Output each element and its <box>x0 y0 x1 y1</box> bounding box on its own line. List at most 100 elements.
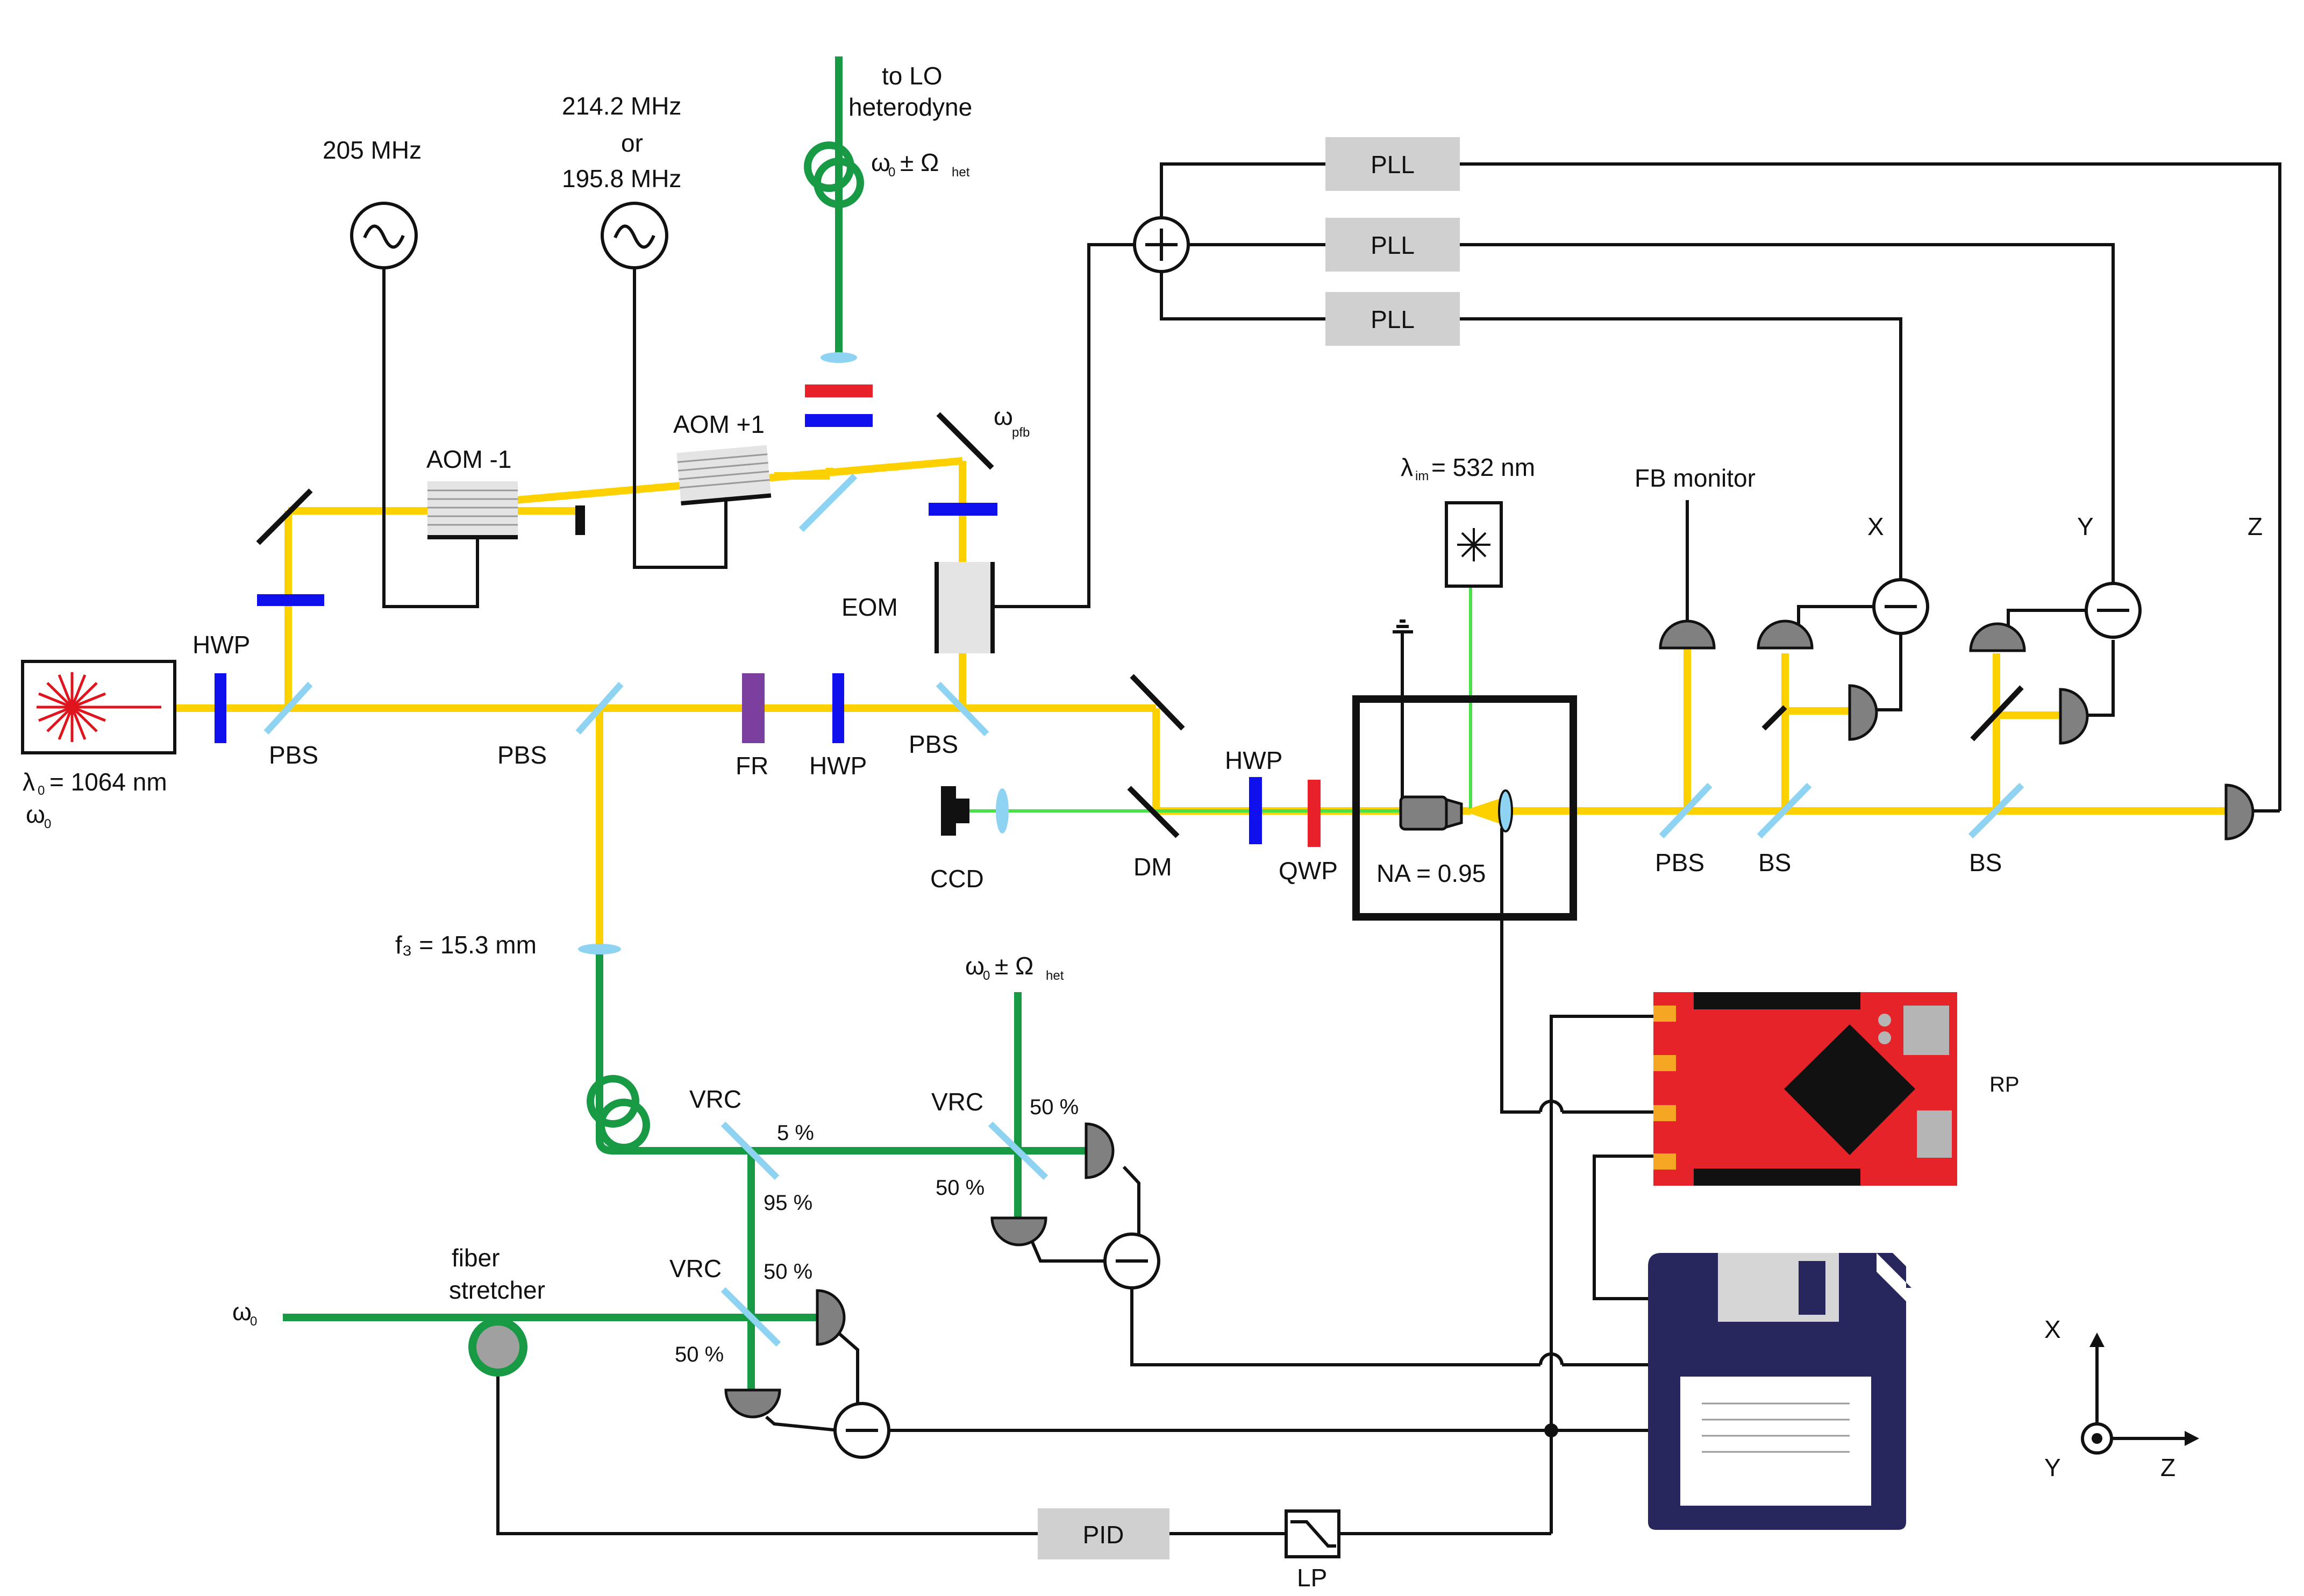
mirror-pfb <box>936 412 994 470</box>
mirror-y <box>1970 685 2024 742</box>
pid-box <box>1038 1508 1169 1559</box>
beam-dump <box>575 505 585 535</box>
omega0-sub: 0 <box>250 1314 257 1329</box>
laser-omega-sub: 0 <box>44 817 51 831</box>
x-label: X <box>1867 512 1884 540</box>
na-label: NA = 0.95 <box>1376 859 1486 887</box>
het-pm: ± Ω <box>995 952 1033 980</box>
mirror-2 <box>1130 674 1185 731</box>
het-omega-sub: 0 <box>983 968 990 983</box>
floppy-disk-icon <box>1648 1253 1911 1530</box>
lo-label-2: heterodyne <box>848 93 972 121</box>
focused-beam <box>1463 799 1500 824</box>
omega0-label: ω <box>232 1298 252 1326</box>
hwp-3-label: HWP <box>1225 746 1282 774</box>
rf-source-2-line3: 195.8 MHz <box>562 165 681 193</box>
pll-b <box>1325 218 1460 272</box>
rf-source-2-line2: or <box>621 129 643 157</box>
lowpass-filter-icon <box>1285 1509 1340 1558</box>
eom-icon <box>935 562 995 653</box>
hwp-aom-path <box>257 594 324 606</box>
f3-label: f₃ = 15.3 mm <box>395 931 537 959</box>
pll-c-label: PLL <box>1371 305 1415 333</box>
lo-splitter <box>798 473 858 532</box>
adder-icon <box>1133 216 1190 273</box>
pid-label: PID <box>1083 1521 1124 1549</box>
photodiode-icon <box>1085 1122 1115 1179</box>
het-sub: het <box>1046 968 1064 983</box>
fiber-stretcher-label-2: stretcher <box>449 1276 545 1304</box>
vacuum-chamber <box>1352 695 1577 921</box>
mirror-x <box>1761 705 1787 731</box>
photodiode-icon <box>1848 684 1878 741</box>
lo-het-sub: het <box>952 165 970 180</box>
fibers <box>283 56 1102 1390</box>
hwp-3 <box>1249 777 1262 844</box>
imaging-lambda-sub: im <box>1415 469 1429 483</box>
dm-label: DM <box>1133 853 1172 881</box>
imaging-wavelength: = 532 nm <box>1431 453 1535 481</box>
pbs-3 <box>936 681 989 737</box>
faraday-rotator <box>742 673 765 743</box>
hwp-2-label: HWP <box>809 752 867 780</box>
photodiode-icon <box>990 1216 1047 1246</box>
objective-icon <box>1399 795 1463 831</box>
bs-1-label: BS <box>1758 849 1791 877</box>
photodiode-icon <box>1757 619 1814 650</box>
pfb-omega: ω <box>994 402 1013 430</box>
lp-label: LP <box>1297 1564 1327 1592</box>
pbs-2 <box>575 682 624 735</box>
fiber-coil-icon <box>587 1075 650 1151</box>
lens-icon <box>821 352 857 363</box>
bs-1 <box>1757 782 1812 839</box>
pll-c <box>1325 292 1460 346</box>
lo-omega: ω <box>871 148 890 176</box>
wiring <box>382 162 2281 1535</box>
subtractor-icon <box>1872 578 1929 635</box>
pbs-4-label: PBS <box>1655 849 1704 877</box>
photodiode-icon <box>2059 688 2089 745</box>
aom-plus-label: AOM +1 <box>673 410 765 438</box>
axis-y-label: Y <box>2044 1454 2061 1481</box>
imaging-lambda: λ <box>1401 453 1413 481</box>
laser-omega: ω <box>26 800 45 828</box>
photodiode-icon <box>1969 622 2026 652</box>
pll-a-label: PLL <box>1371 151 1415 179</box>
photodiode-icon <box>724 1388 781 1419</box>
fiber-stretcher-icon <box>476 1326 519 1369</box>
rf-source-1-label: 205 MHz <box>323 136 422 164</box>
aom-minus-icon <box>427 481 518 539</box>
photodiode-icon <box>2224 783 2255 840</box>
pct-50-a: 50 % <box>1030 1095 1079 1119</box>
hwp-1 <box>215 673 226 743</box>
lo-label-1: to LO <box>882 62 943 90</box>
pct-50-d: 50 % <box>675 1343 724 1366</box>
subtractor-icon <box>833 1402 890 1459</box>
lens-icon <box>578 944 621 954</box>
pll-a <box>1325 137 1460 191</box>
lens-icon <box>996 788 1009 833</box>
laser-icon <box>21 660 176 754</box>
qwp-label: QWP <box>1279 857 1338 885</box>
hwp-1-label: HWP <box>192 631 250 659</box>
vrc-3 <box>721 1287 781 1347</box>
pbs-1-label: PBS <box>269 741 318 769</box>
axis-z-label: Z <box>2160 1454 2175 1481</box>
pbs-2-label: PBS <box>497 741 547 769</box>
pct-50-b: 50 % <box>936 1176 985 1200</box>
vrc-2-label: VRC <box>931 1088 983 1116</box>
z-label: Z <box>2248 512 2263 540</box>
axis-x-label: X <box>2044 1315 2061 1343</box>
pct-5: 5 % <box>777 1121 814 1145</box>
het-omega: ω <box>965 952 985 980</box>
hwp-2 <box>832 673 844 743</box>
y-label: Y <box>2077 512 2094 540</box>
pbs-3-label: PBS <box>909 730 958 758</box>
photodiode-icon <box>816 1289 846 1346</box>
lo-pm: ± Ω <box>900 148 939 176</box>
qwp-lo <box>805 384 873 397</box>
vrc-1-label: VRC <box>689 1085 741 1113</box>
hwp-pfb <box>929 503 997 516</box>
laser-lambda-sub: 0 <box>38 783 45 798</box>
